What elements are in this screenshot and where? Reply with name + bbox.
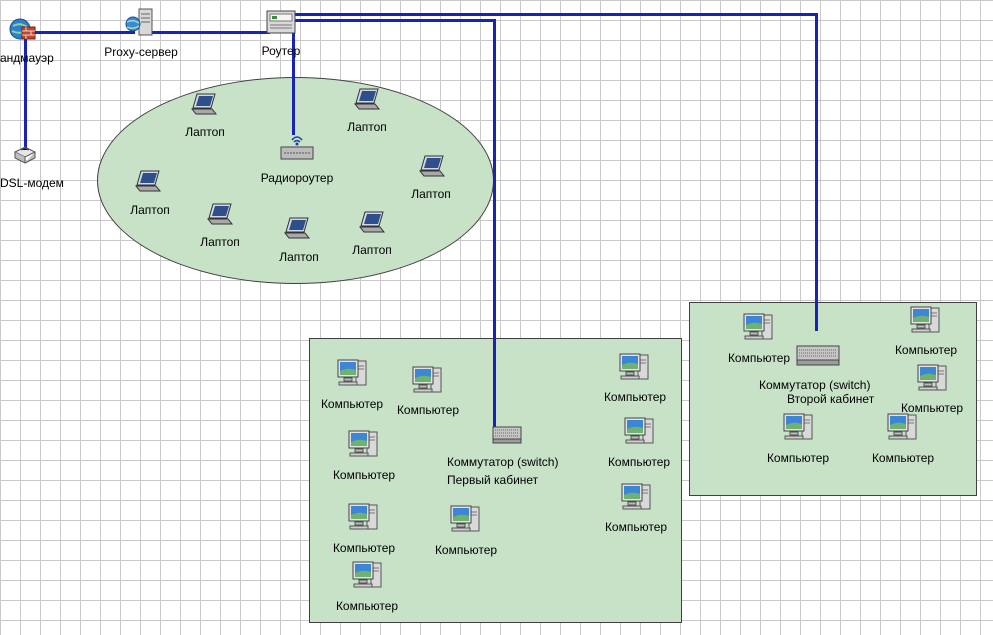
computer-label: Компьютер (332, 541, 396, 555)
laptop-label: Лаптоп (279, 250, 319, 264)
computer-label: Компьютер (335, 599, 399, 613)
proxy-server-icon[interactable] (124, 8, 158, 38)
radio-router-icon[interactable] (280, 132, 314, 162)
firewall-icon[interactable] (8, 16, 36, 44)
computer-icon[interactable] (782, 412, 814, 442)
computer-icon[interactable] (336, 358, 368, 388)
computer-label: Компьютер (766, 451, 830, 465)
laptop-label: Лаптоп (185, 125, 225, 139)
computer-icon[interactable] (347, 429, 379, 459)
firewall-label: андмауэр (0, 51, 54, 65)
computer-label: Компьютер (396, 403, 460, 417)
computer-label: Компьютер (604, 520, 668, 534)
computer-icon[interactable] (618, 352, 650, 382)
computer-label: Компьютер (434, 543, 498, 557)
computer-label: Компьютер (607, 455, 671, 469)
computer-label: Компьютер (727, 351, 791, 365)
office2-zone (689, 302, 977, 496)
cable-firewall-proxy (30, 31, 135, 34)
laptop-icon[interactable] (283, 216, 311, 242)
cable-router-office2-h (290, 13, 818, 16)
laptop-icon[interactable] (206, 202, 234, 228)
cable-router-office1-h (290, 19, 496, 22)
cable-router-radio (292, 30, 295, 135)
switch-office2-label-2: Второй кабинет (787, 392, 875, 406)
laptop-icon[interactable] (418, 154, 446, 180)
computer-icon[interactable] (449, 504, 481, 534)
router-icon[interactable] (266, 9, 296, 35)
laptop-icon[interactable] (134, 169, 162, 195)
computer-icon[interactable] (742, 312, 774, 342)
computer-icon[interactable] (620, 482, 652, 512)
computer-icon[interactable] (411, 365, 443, 395)
laptop-icon[interactable] (353, 87, 381, 113)
switch-office2-icon[interactable] (796, 342, 840, 370)
computer-label: Компьютер (900, 401, 964, 415)
cable-router-office1-v (493, 19, 496, 427)
laptop-label: Лаптоп (352, 243, 392, 257)
switch-office1-icon[interactable] (492, 424, 522, 446)
computer-icon[interactable] (909, 305, 941, 335)
computer-icon[interactable] (623, 416, 655, 446)
wireless-zone (97, 77, 494, 284)
computer-icon[interactable] (916, 363, 948, 393)
switch-office1-label-2: Первый кабинет (447, 473, 539, 487)
proxy-server-label: Proxy-сервер (104, 45, 178, 59)
computer-icon[interactable] (351, 560, 383, 590)
laptop-label: Лаптоп (200, 235, 240, 249)
cable-firewall-modem (24, 38, 27, 148)
computer-label: Компьютер (320, 397, 384, 411)
dsl-modem-label: DSL-модем (0, 176, 64, 190)
dsl-modem-icon[interactable] (12, 143, 38, 165)
cable-proxy-router (150, 31, 270, 34)
switch-office1-label-1: Коммутатор (switch) (447, 455, 559, 469)
computer-icon[interactable] (886, 412, 918, 442)
router-label: Роутер (261, 44, 301, 58)
computer-label: Компьютер (603, 390, 667, 404)
laptop-label: Лаптоп (411, 187, 451, 201)
computer-label: Компьютер (894, 343, 958, 357)
laptop-icon[interactable] (358, 210, 386, 236)
laptop-label: Лаптоп (130, 203, 170, 217)
laptop-icon[interactable] (190, 92, 218, 118)
computer-label: Компьютер (871, 451, 935, 465)
radio-router-label: Радиороутер (260, 171, 334, 185)
switch-office2-label-1: Коммутатор (switch) (759, 378, 871, 392)
cable-router-office2-v (815, 13, 818, 331)
computer-icon[interactable] (347, 502, 379, 532)
laptop-label: Лаптоп (347, 120, 387, 134)
computer-label: Компьютер (332, 468, 396, 482)
